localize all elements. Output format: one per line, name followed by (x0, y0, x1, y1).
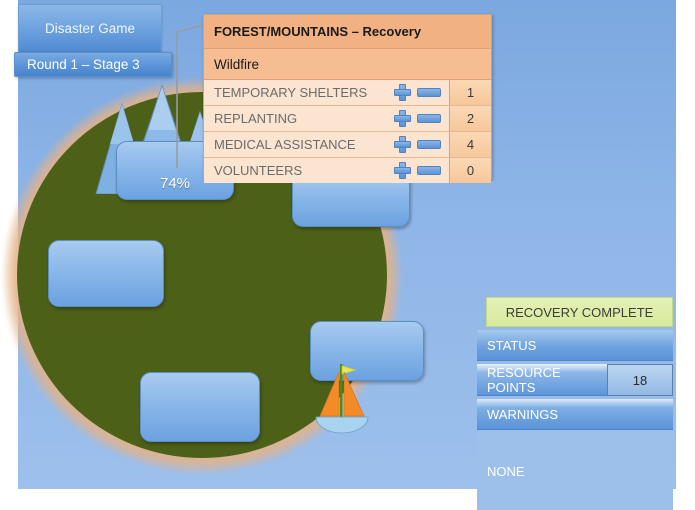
resource-row: VOLUNTEERS 0 (204, 158, 491, 183)
plus-icon[interactable] (394, 84, 411, 101)
resource-value: 1 (449, 80, 491, 105)
resource-value: 2 (449, 106, 491, 131)
resource-label: MEDICAL ASSISTANCE (214, 137, 356, 152)
status-panel: RECOVERY COMPLETE STATUS RESOURCE POINTS… (477, 297, 673, 510)
resource-label: VOLUNTEERS (214, 163, 303, 178)
zone-tile-south[interactable] (140, 372, 260, 442)
zone-percent-mountain: 74% (159, 175, 191, 192)
round-stage-label: Round 1 – Stage 3 (27, 57, 140, 72)
resource-points-row: RESOURCE POINTS 18 (477, 364, 673, 396)
resource-label: TEMPORARY SHELTERS (214, 85, 368, 100)
plus-icon[interactable] (394, 136, 411, 153)
resource-row: TEMPORARY SHELTERS 1 (204, 80, 491, 106)
resource-points-value: 18 (607, 364, 673, 396)
minus-icon[interactable] (417, 88, 441, 97)
minus-icon[interactable] (417, 140, 441, 149)
zone-tile-west[interactable] (48, 240, 164, 307)
game-title-tab[interactable]: Disaster Game (18, 4, 162, 53)
warnings-header: WARNINGS (477, 399, 673, 430)
resource-controls (394, 136, 449, 153)
resource-row: MEDICAL ASSISTANCE 4 (204, 132, 491, 158)
game-screen: 74% Disaster Game Round 1 – Stage 3 FORE… (2, 0, 676, 510)
panel-title: FOREST/MOUNTAINS – Recovery (204, 15, 491, 49)
resource-row: REPLANTING 2 (204, 106, 491, 132)
minus-icon[interactable] (417, 114, 441, 123)
resource-controls (394, 84, 449, 101)
plus-icon[interactable] (394, 110, 411, 127)
resource-label: REPLANTING (214, 111, 298, 126)
recovery-complete-badge: RECOVERY COMPLETE (486, 297, 673, 327)
resource-controls (394, 110, 449, 127)
round-stage-tab[interactable]: Round 1 – Stage 3 (14, 52, 172, 77)
plus-icon[interactable] (394, 162, 411, 179)
resource-value: 4 (449, 132, 491, 157)
panel-subtitle: Wildfire (204, 49, 491, 80)
warnings-value: NONE (477, 432, 673, 510)
status-header: STATUS (477, 330, 673, 361)
recovery-action-panel: FOREST/MOUNTAINS – Recovery Wildfire TEM… (203, 14, 492, 183)
sailboat-icon (312, 360, 372, 436)
resource-value: 0 (449, 158, 491, 183)
resource-points-label: RESOURCE POINTS (477, 364, 607, 396)
zone-tile-east[interactable] (310, 321, 424, 381)
game-title-label: Disaster Game (44, 21, 136, 36)
minus-icon[interactable] (417, 166, 441, 175)
resource-controls (394, 162, 449, 179)
callout-leader-line (170, 22, 206, 170)
